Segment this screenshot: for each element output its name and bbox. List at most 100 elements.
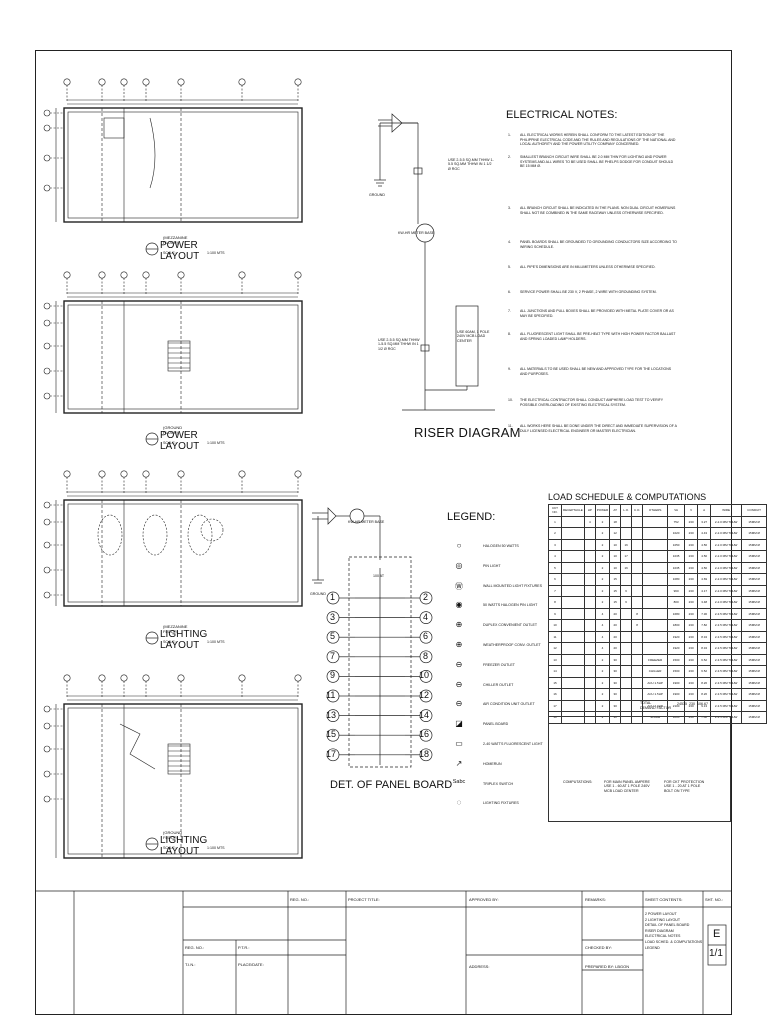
load-cell: 11 bbox=[548, 630, 562, 643]
panel-board-title: DET. OF PANEL BOARD bbox=[330, 779, 453, 791]
legend-item-label: WALL MOUNTED LIGHT FIXTURES bbox=[483, 583, 542, 588]
load-cell: SPARE bbox=[642, 711, 669, 724]
panel-circuit-right: 4 bbox=[423, 611, 429, 622]
tb-sheet-code: E bbox=[713, 928, 721, 940]
load-cell: 30 bbox=[609, 699, 622, 712]
panel-circuit-right: 18 bbox=[419, 748, 430, 759]
load-total-a: 106.67 bbox=[697, 702, 708, 706]
legend-symbol-icon: ⊕ bbox=[455, 620, 463, 630]
note-number: 8. bbox=[508, 332, 511, 336]
load-cell: 2 bbox=[548, 527, 562, 540]
layout-north-icon bbox=[145, 837, 159, 851]
load-cell: CHILLER bbox=[642, 665, 669, 678]
load-cell: 4 bbox=[594, 607, 611, 620]
riser-wire-label-top: USE 2-5.5 SQ.MM THHW 1-5.5 SQ.MM THHW IN… bbox=[448, 158, 494, 171]
legend-item-label: AIR CONDITION UNIT OUTLET bbox=[483, 702, 535, 707]
load-cell: 230 bbox=[684, 688, 699, 701]
note-text: ALL MATERIALS TO BE USED SHALL BE NEW AN… bbox=[520, 367, 672, 376]
legend-item-label: 2-40 WATTS FLUORESCENT LIGHT bbox=[483, 742, 543, 746]
panel-circuit-right: 2 bbox=[423, 592, 429, 602]
load-cell: 15MM Ø bbox=[741, 607, 768, 620]
tb-sht-no: SHT. NO.: bbox=[705, 897, 724, 902]
load-cell: 2 bbox=[594, 515, 611, 528]
layout-title: POWER LAYOUT bbox=[160, 430, 200, 452]
note-number: 10. bbox=[508, 398, 513, 402]
panel-circuit-right: 10 bbox=[419, 670, 430, 681]
legend-symbol-icon: ⊖ bbox=[455, 679, 463, 689]
load-total-va: 24535 bbox=[677, 702, 687, 706]
load-cell: 16 bbox=[548, 688, 562, 701]
note-number: 5. bbox=[508, 265, 511, 269]
panel-circuit-left: 13 bbox=[326, 709, 337, 720]
tb-reg-no-2: REG. NO.: bbox=[185, 945, 205, 950]
load-cell: 15MM Ø bbox=[741, 538, 768, 551]
note-text: ALL BRANCH CIRCUIT SHALL BE INDICATED IN… bbox=[520, 206, 676, 215]
load-cell: 1 bbox=[548, 515, 562, 528]
legend-symbol-icon: ◉ bbox=[455, 600, 463, 610]
legend-symbol-icon: ▭ bbox=[455, 739, 463, 748]
load-header-cell: L.O. bbox=[620, 504, 633, 517]
load-total-label: TOTAL bbox=[640, 701, 652, 705]
panel-circuit-right: 6 bbox=[423, 631, 429, 642]
riser-wire-label-bottom: USE 2-5.5 SQ.MM THHW 1-5.5 SQ.MM THHW IN… bbox=[378, 338, 420, 351]
load-cell: 15MM Ø bbox=[741, 630, 768, 643]
legend-symbol-icon: ⊕ bbox=[455, 640, 463, 649]
load-cell: 15MM Ø bbox=[741, 619, 768, 632]
riser-diagram-title: RISER DIAGRAM bbox=[414, 425, 521, 440]
load-cell: 8 bbox=[548, 596, 562, 609]
load-cell: 8.26 bbox=[697, 688, 712, 701]
load-cell: 15 bbox=[548, 676, 562, 689]
layout-scale-label: SCALE: bbox=[163, 846, 176, 850]
tb-contents-line: ELECTRICAL NOTES bbox=[645, 934, 681, 939]
load-cell: 9 bbox=[548, 607, 562, 620]
note-text: ALL WORKS HERE SHALL BE DONE UNDER THE D… bbox=[520, 424, 677, 433]
load-cell: 2-2.0 MM THHW bbox=[710, 527, 743, 540]
load-cell: 2 bbox=[594, 711, 611, 724]
load-cell: 2-2.0 MM THHW bbox=[710, 584, 743, 597]
layout-floor-label: (MEZZANINE FLOOR) bbox=[163, 235, 188, 245]
tb-contents-line: 2 LIGHTING LAYOUT bbox=[645, 917, 681, 922]
load-cell: 12 bbox=[548, 642, 562, 655]
legend-title: LEGEND: bbox=[447, 511, 496, 523]
load-cell: 6 bbox=[548, 573, 562, 586]
panel-circuit-left: 9 bbox=[330, 670, 336, 681]
legend-symbol-icon: ◌ bbox=[456, 798, 462, 808]
ckt-protection-note: FOR CKT PROTECTION USE 1 - 20 AT 1 POLE … bbox=[664, 780, 705, 793]
tb-sheet-num: 1/1 bbox=[709, 948, 723, 959]
load-cell: 4 bbox=[594, 619, 611, 632]
layout-north-icon bbox=[145, 631, 159, 645]
load-cell: 4.56 bbox=[697, 538, 712, 551]
layout-scale-label: SCALE: bbox=[163, 640, 176, 644]
electrical-notes-title: ELECTRICAL NOTES: bbox=[506, 109, 618, 121]
load-cell: 15MM Ø bbox=[741, 676, 768, 689]
note-number: 2. bbox=[508, 155, 511, 159]
load-cell: 2 bbox=[594, 699, 611, 712]
riser-panel-label: USE 60AM, 1 POLE 240V MCB LOAD CENTER bbox=[457, 330, 490, 343]
load-cell: 2-3.5 MM THHW bbox=[710, 688, 743, 701]
tb-contents-line: RISER DIAGRAM bbox=[645, 928, 674, 933]
load-cell: 2-3.5 MM THHW bbox=[710, 711, 743, 724]
tb-reg-no: REG. NO.: bbox=[290, 897, 310, 902]
load-cell: 4.69 bbox=[697, 573, 712, 586]
load-cell: 15MM Ø bbox=[741, 642, 768, 655]
load-cell: 230 bbox=[684, 550, 699, 563]
load-cell: 2 bbox=[594, 584, 611, 597]
legend-item-label: LIGHTING FIXTURES bbox=[483, 801, 519, 806]
legend-symbol-icon: ⊖ bbox=[455, 699, 463, 709]
note-text: ALL PIPE'S DIMENSIONS ARE IN MILLIMETERS… bbox=[520, 265, 656, 269]
load-cell: 15MM Ø bbox=[741, 665, 768, 678]
note-text: SERVICE POWER SHALL BE 230 V, 2 PHASE, 2… bbox=[520, 290, 657, 294]
load-cell: 15MM Ø bbox=[741, 584, 768, 597]
load-cell: 15MM Ø bbox=[741, 653, 768, 666]
load-cell: 13 bbox=[548, 653, 562, 666]
layout-scale-value: 1:100 MTS bbox=[207, 640, 225, 644]
note-text: ALL FLUORESCENT LIGHT SHALL BE PRE-HEAT … bbox=[520, 332, 676, 341]
